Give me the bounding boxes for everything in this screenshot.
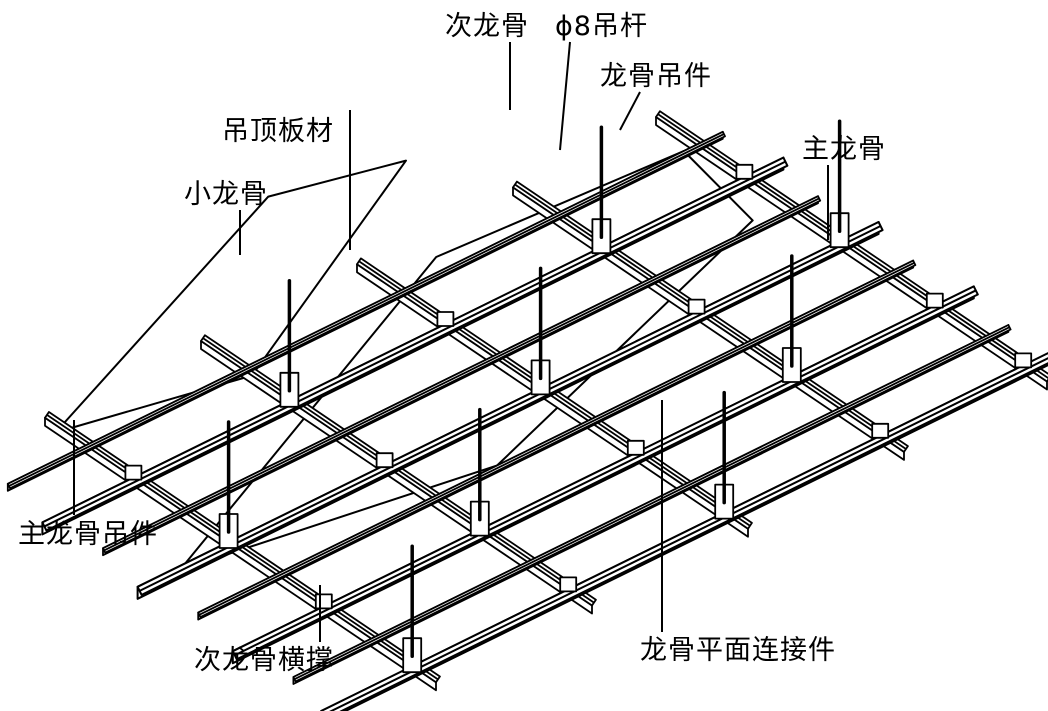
small-keel-2-groove xyxy=(198,262,915,616)
label-secondary-keel: 次龙骨 xyxy=(445,11,529,42)
main-keel-1-groove xyxy=(329,357,1048,711)
keel-plane-connector-clip-18 xyxy=(925,292,944,309)
label-small-keel: 小龙骨 xyxy=(184,179,268,210)
small-keel-4-groove xyxy=(8,133,725,487)
label-secondary-keel-brace: 次龙骨横撑 xyxy=(194,645,334,676)
main-keel-3-groove xyxy=(139,225,882,592)
keel-plane-connector-clip-2 xyxy=(314,593,333,610)
main-keel-4-groove xyxy=(43,160,786,528)
keel-plane-connector-clip-4 xyxy=(124,464,143,481)
main-keel-1-top xyxy=(320,352,1048,711)
label-ceiling-board: 吊顶板材 xyxy=(222,116,334,147)
label-hanger-rod: ϕ8吊杆 xyxy=(555,11,648,42)
leader-line-3 xyxy=(619,91,641,131)
keel-plane-connector-clip-5 xyxy=(559,576,578,593)
keel-plane-connector-clip-10 xyxy=(626,439,645,456)
keel-plane-connector-clip-15 xyxy=(687,298,706,315)
keel-plane-connector-clip-13 xyxy=(871,422,890,439)
keel-plane-connector-clip-20 xyxy=(735,163,754,180)
ceiling-board-panel-2 xyxy=(54,159,407,434)
label-main-keel: 主龙骨 xyxy=(802,134,886,165)
keel-plane-connector-clip-7 xyxy=(375,452,394,469)
label-keel-plane-connector: 龙骨平面连接件 xyxy=(640,635,836,666)
keel-plane-connector-clip-17 xyxy=(1014,352,1033,369)
label-keel-hanger: 龙骨吊件 xyxy=(600,61,712,92)
leader-line-2 xyxy=(559,41,571,151)
label-main-keel-hanger: 主龙骨吊件 xyxy=(18,519,158,550)
small-keel-3-groove xyxy=(103,197,820,552)
main-keel-2-groove xyxy=(234,289,977,657)
keel-plane-connector-clip-12 xyxy=(436,311,455,327)
